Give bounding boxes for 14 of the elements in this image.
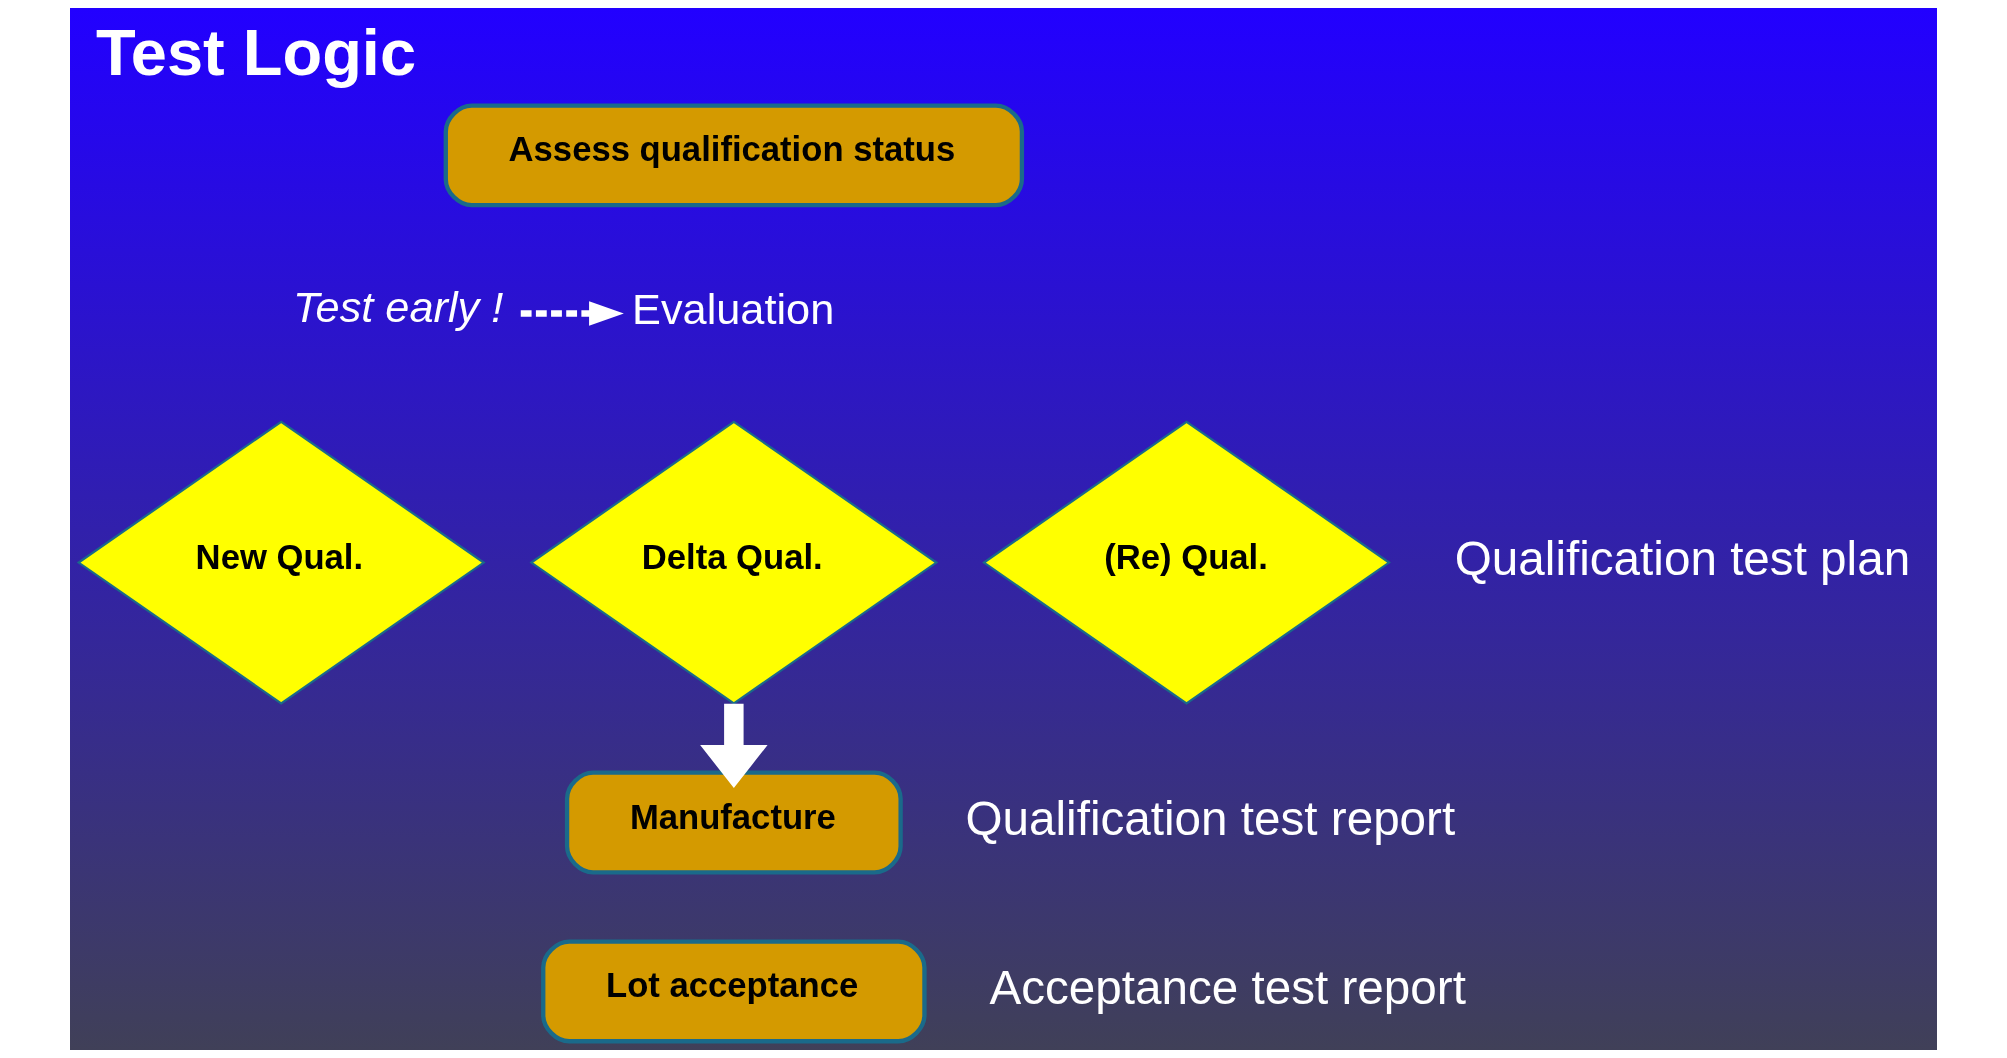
node-box: Assess qualification status bbox=[443, 103, 1025, 208]
node-diamond: (Re) Qual. bbox=[982, 420, 1391, 705]
diagram-title: Test Logic bbox=[95, 16, 417, 90]
node-text: Test early ! bbox=[293, 283, 504, 332]
arrow bbox=[700, 703, 768, 788]
node-diamond: Delta Qual. bbox=[529, 420, 939, 705]
node-text: Evaluation bbox=[632, 285, 835, 334]
arrow bbox=[520, 301, 624, 326]
label: Qualification test plan bbox=[1454, 531, 1911, 585]
node-diamond: New Qual. bbox=[76, 420, 486, 705]
node-box: Lot acceptance bbox=[541, 939, 927, 1044]
node-box: Manufacture bbox=[564, 770, 903, 875]
label: Acceptance test report bbox=[989, 960, 1466, 1014]
label: Qualification test report bbox=[965, 791, 1456, 845]
